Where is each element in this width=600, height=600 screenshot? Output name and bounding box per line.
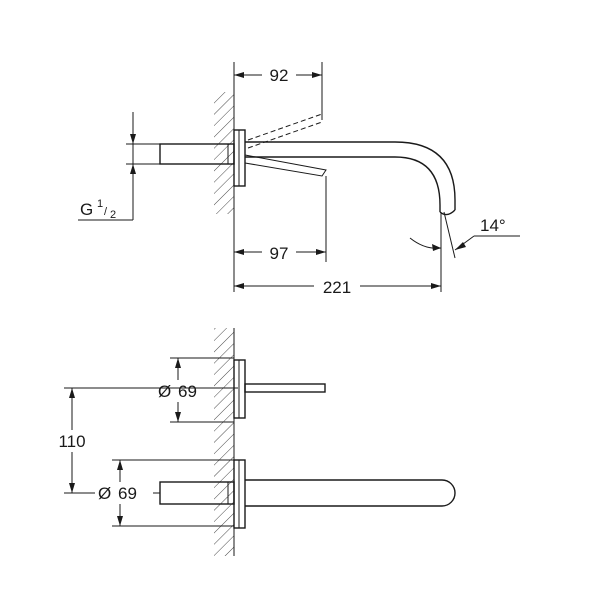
wall-hatching-top [214,92,234,214]
thread-slash: / [104,206,108,218]
spout-side [245,141,456,212]
thread-prefix: G [80,200,93,219]
lever-swing-dashed [247,113,323,141]
lower-diameter-symbol: Ø [98,484,111,503]
wall-hatching-bottom [214,328,234,556]
inlet-pipe [159,143,235,165]
angle-14-label: 14° [480,216,506,235]
spout-front [245,479,456,507]
thread-numerator: 1 [97,198,103,210]
front-view: Ø 69 110 Ø 69 [52,328,456,556]
upper-diameter-value: 69 [178,382,197,401]
dim-221-label: 221 [323,278,351,297]
thread-label: G 1 / 2 [80,198,116,221]
thread-denominator: 2 [110,209,116,221]
upper-diameter-symbol: Ø [158,382,171,401]
lever-front [244,383,326,393]
side-view: 92 97 221 14° G 1 / [78,62,520,297]
lower-diameter-value: 69 [118,484,137,503]
spacing-110-label: 110 [58,432,85,451]
dim-92-label: 92 [270,66,289,85]
dim-97-label: 97 [270,244,289,263]
lever-side [244,154,327,177]
